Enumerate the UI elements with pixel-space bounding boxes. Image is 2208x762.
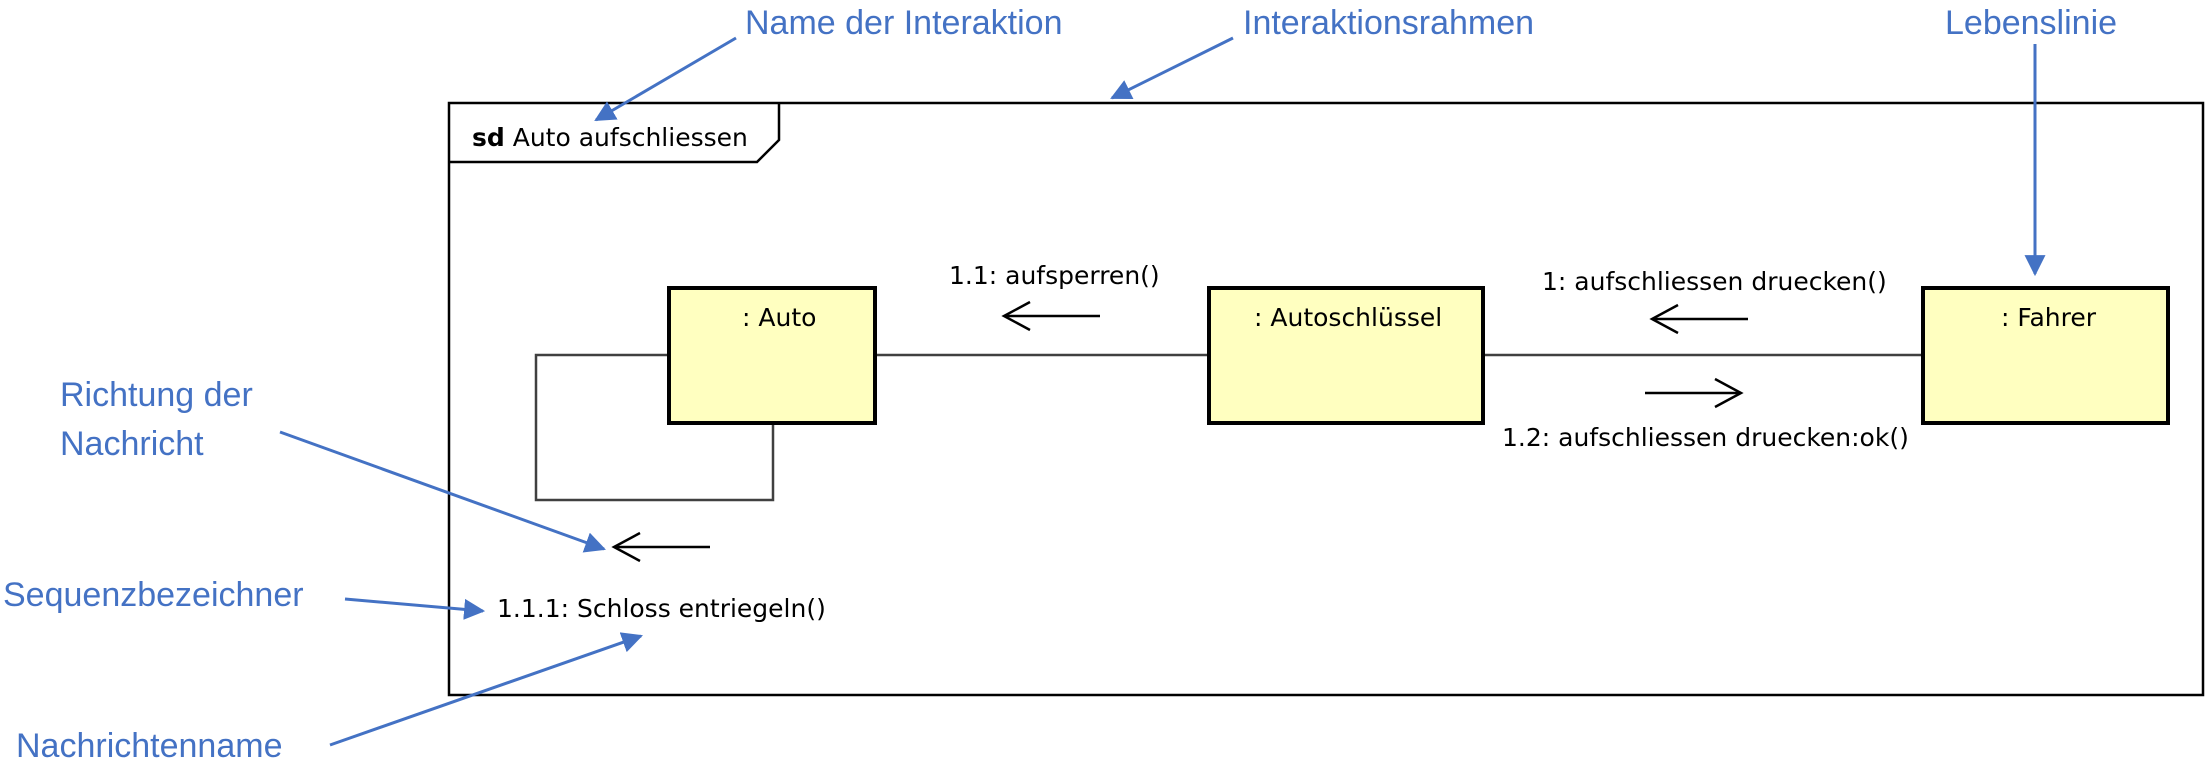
annotation-sequence-designator: Sequenzbezeichner [3, 576, 304, 614]
message-label-1-1: 1.1: aufsperren() [949, 261, 1160, 290]
pointer-sequence-designator [344, 597, 486, 620]
message-arrow-1 [1649, 303, 1748, 335]
message-arrow-1-1 [1001, 300, 1100, 332]
annotation-message-name: Nachrichtenname [16, 727, 282, 762]
lifeline-autoschluessel[interactable]: : Autoschlüssel [1207, 286, 1485, 425]
frame-title: sd Auto aufschliessen [472, 123, 748, 152]
self-link-auto [534, 353, 775, 502]
annotation-lifeline: Lebenslinie [1945, 4, 2117, 42]
lifeline-autoschluessel-box[interactable] [1207, 286, 1485, 425]
annotation-interaction-frame: Interaktionsrahmen [1243, 4, 1534, 42]
interaction-frame [447, 101, 2205, 697]
lifeline-autoschluessel-label: : Autoschlüssel [1254, 303, 1442, 332]
message-label-1-2: 1.2: aufschliessen druecken:ok() [1502, 423, 1909, 452]
annotation-interaction-name: Name der Interaktion [745, 4, 1063, 42]
annotation-message-direction-line1: Richtung der [60, 376, 253, 414]
lifeline-fahrer-box[interactable] [1921, 286, 2170, 425]
pointer-interaction-frame [1110, 36, 1234, 100]
lifeline-auto-box[interactable] [667, 286, 877, 425]
message-label-1-1-1: 1.1.1: Schloss entriegeln() [497, 594, 826, 623]
lifeline-auto-label: : Auto [742, 303, 816, 332]
message-arrow-1-2 [1645, 377, 1744, 409]
message-label-1: 1: aufschliessen druecken() [1542, 267, 1887, 296]
lifeline-auto[interactable]: : Auto [667, 286, 877, 425]
annotation-message-direction-line2: Nachricht [60, 425, 204, 463]
pointer-interaction-name [594, 36, 737, 122]
lifeline-fahrer[interactable]: : Fahrer [1921, 286, 2170, 425]
pointer-message-name [329, 632, 643, 747]
frame-keyword: sd [472, 123, 505, 152]
message-arrow-1-1-1 [611, 531, 710, 563]
lifeline-fahrer-label: : Fahrer [2001, 303, 2097, 332]
frame-title-text: Auto aufschliessen [513, 123, 748, 152]
pointer-message-direction [279, 430, 606, 553]
